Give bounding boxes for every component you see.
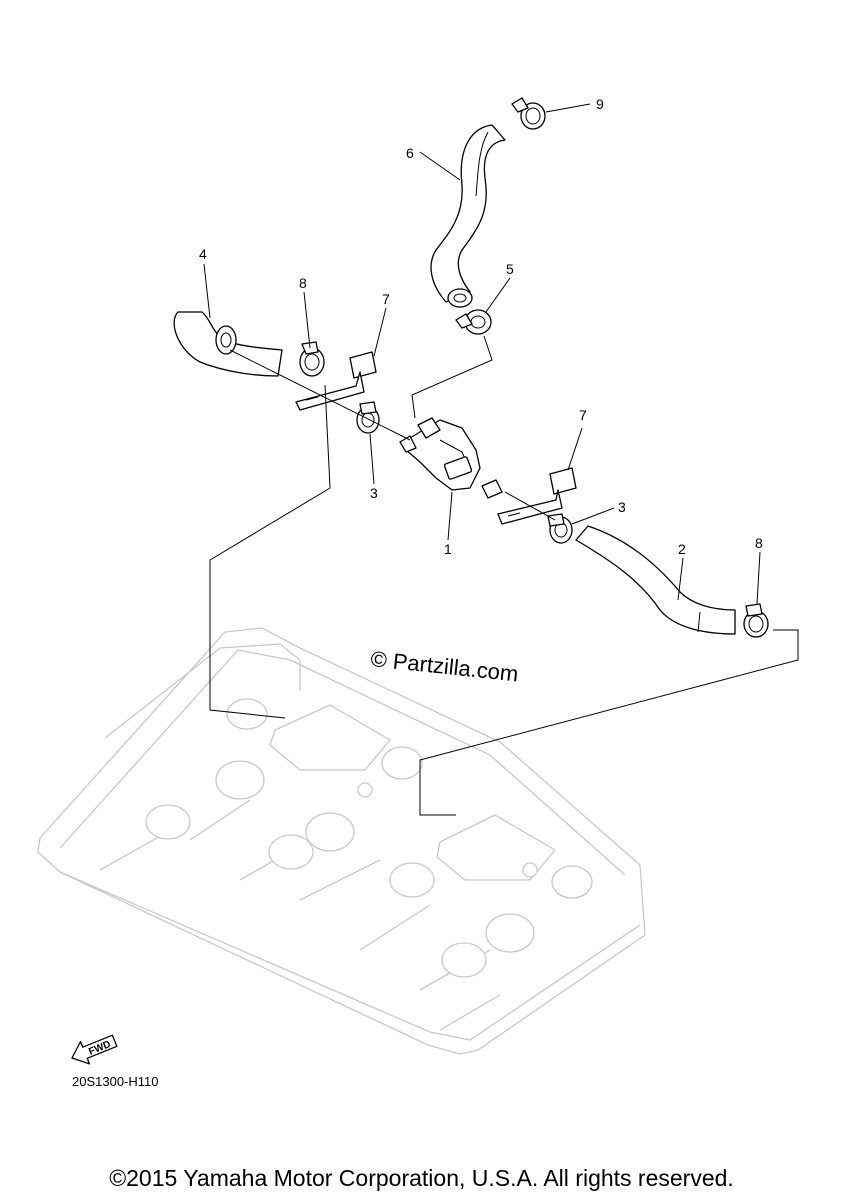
- copyright-notice: ©2015 Yamaha Motor Corporation, U.S.A. A…: [109, 1165, 734, 1191]
- bracket-7-right: [497, 467, 577, 525]
- callout-9: 9: [596, 96, 604, 112]
- connection-lines: [203, 103, 799, 816]
- callout-3-left: 3: [370, 485, 378, 501]
- callout-7-right: 7: [579, 407, 587, 423]
- diagram-code: 20S1300-H110: [72, 1074, 159, 1089]
- cylinder-head-cover: [37, 627, 646, 1055]
- callout-4: 4: [199, 246, 207, 262]
- clip-8-left: [299, 341, 325, 377]
- clip-3-left: [356, 401, 380, 434]
- fwd-arrow-icon: FWD: [71, 1034, 118, 1065]
- callout-1: 1: [444, 541, 452, 557]
- callout-6: 6: [406, 145, 414, 161]
- watermark: © Partzilla.com: [369, 646, 519, 686]
- clip-9: [511, 97, 546, 130]
- callout-7-left: 7: [382, 291, 390, 307]
- clip-8-right: [743, 603, 769, 638]
- air-cut-valve-1: [399, 417, 503, 499]
- callout-5: 5: [506, 261, 514, 277]
- bracket-7-left: [295, 351, 377, 411]
- clip-3-right: [547, 513, 573, 544]
- callout-8-left: 8: [299, 275, 307, 291]
- hose-6: [430, 124, 506, 308]
- hose-2: [575, 525, 736, 635]
- callout-3-right: 3: [618, 499, 626, 515]
- callout-8-right: 8: [755, 535, 763, 551]
- fwd-label: FWD: [87, 1039, 112, 1058]
- hose-4: [173, 311, 283, 377]
- clip-5: [455, 309, 492, 335]
- callout-2: 2: [678, 541, 686, 557]
